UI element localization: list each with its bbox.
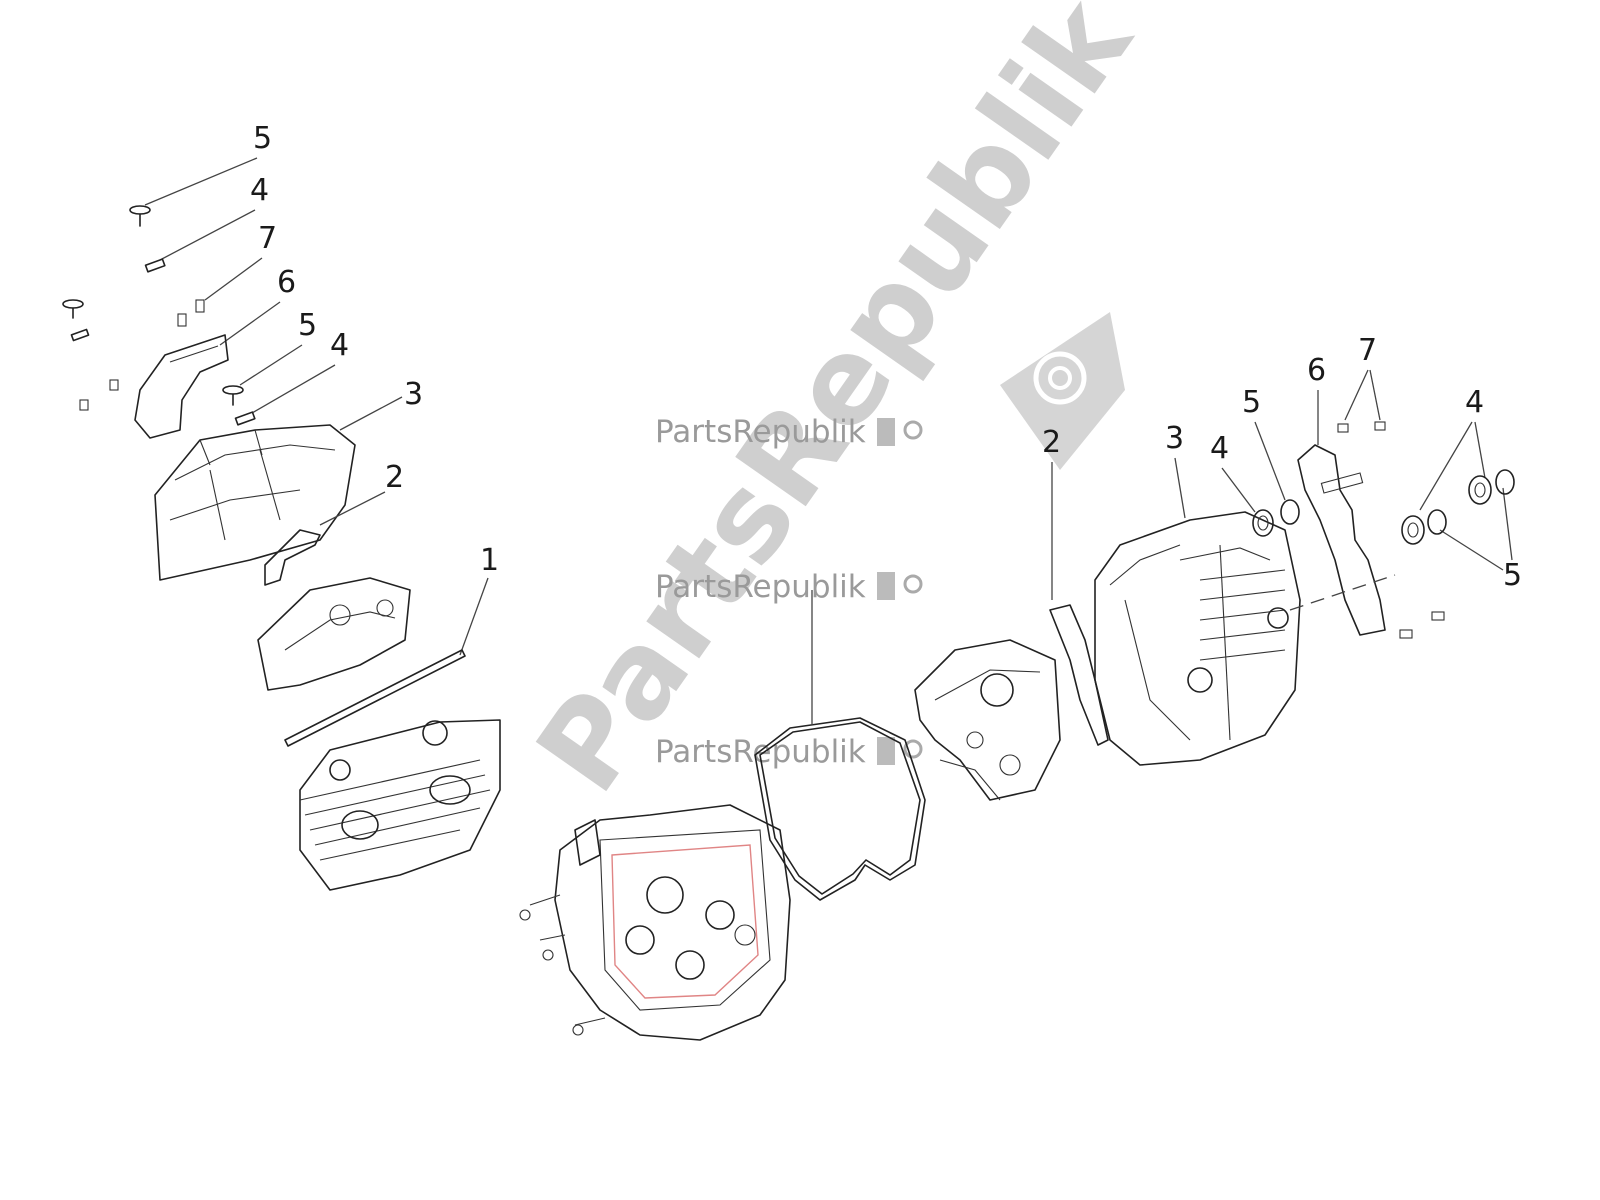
- cylinder-head-center-part: [519, 804, 791, 1041]
- leader-left-4b: [251, 364, 336, 414]
- watermark-label-text-3: PartsRepublik: [655, 734, 866, 770]
- cover-plate-part-6: [134, 334, 229, 439]
- callout-right-4b: 4: [1465, 385, 1484, 420]
- o-ring-gasket-part: [754, 717, 926, 901]
- grommet-part-4b: [1401, 475, 1492, 545]
- watermark-label-2: PartsRepublik: [655, 569, 923, 605]
- screw-part-7: [177, 299, 205, 327]
- leader-left-4a: [159, 209, 256, 261]
- watermark-label-1: PartsRepublik: [655, 414, 923, 450]
- bolt-part-5a-alt: [62, 299, 90, 342]
- dashed-axis: [1289, 574, 1396, 611]
- callout-right-5a: 5: [1242, 385, 1261, 420]
- spacer-part-4a: [144, 258, 166, 273]
- callout-left-5b: 5: [298, 308, 317, 343]
- callout-left-2: 2: [385, 460, 404, 495]
- washer-part-5a: [1280, 499, 1300, 525]
- bolt-part-5b: [222, 385, 244, 406]
- leader-right-4b-a: [1419, 421, 1473, 511]
- leader-right-3: [1174, 457, 1186, 519]
- watermark-label-text-1: PartsRepublik: [655, 414, 866, 450]
- callout-left-3: 3: [404, 377, 423, 412]
- bolt-part-5a: [129, 205, 151, 227]
- leader-right-4b-b: [1474, 421, 1486, 479]
- leader-left-7: [204, 257, 263, 301]
- leader-right-5a: [1254, 421, 1286, 501]
- cam-carrier-part: [257, 577, 411, 691]
- leader-right-5b-a: [1439, 529, 1504, 571]
- gasket-part-2: [264, 529, 321, 586]
- callout-left-1: 1: [480, 543, 499, 578]
- leader-left-6: [219, 301, 281, 346]
- leader-right-4a: [1221, 467, 1256, 513]
- callout-right-7: 7: [1358, 333, 1377, 368]
- valve-cover-part-3: [154, 424, 356, 581]
- callout-right-4a: 4: [1210, 431, 1229, 466]
- spacer-part-4b: [234, 411, 256, 426]
- callout-right-5b: 5: [1503, 558, 1522, 593]
- watermark-label-text-2: PartsRepublik: [655, 569, 866, 605]
- rocker-carrier-part: [914, 639, 1061, 801]
- leader-right-5b-b: [1502, 487, 1513, 561]
- callout-right-2: 2: [1042, 425, 1061, 460]
- gasket-strip-part-2: [1049, 604, 1109, 746]
- watermark-label-3: PartsRepublik: [655, 734, 923, 770]
- callout-left-4a: 4: [250, 173, 269, 208]
- callout-right-6: 6: [1307, 353, 1326, 388]
- callout-left-4b: 4: [330, 328, 349, 363]
- watermark-gear-flag: [1000, 312, 1125, 470]
- leader-left-5b: [239, 344, 303, 386]
- leader-right-7: [1344, 369, 1369, 421]
- grommet-part-4a: [1252, 509, 1274, 537]
- leader-left-1: [459, 577, 489, 656]
- leader-left-3: [339, 396, 403, 431]
- side-plate-part-6: [1297, 444, 1386, 636]
- screw-part-7-right: [1337, 421, 1445, 639]
- callout-left-5a: 5: [253, 121, 272, 156]
- valve-cover-right-part-3: [1094, 511, 1301, 766]
- leader-left-5a: [144, 157, 258, 206]
- cylinder-head-left-part: [299, 719, 501, 891]
- washer-part-5b: [1427, 469, 1515, 535]
- rod-part-1: [284, 649, 466, 747]
- callout-left-6: 6: [277, 265, 296, 300]
- callout-left-7: 7: [258, 221, 277, 256]
- leader-left-2: [319, 491, 386, 526]
- screw-part-6: [79, 379, 119, 411]
- callout-right-3: 3: [1165, 421, 1184, 456]
